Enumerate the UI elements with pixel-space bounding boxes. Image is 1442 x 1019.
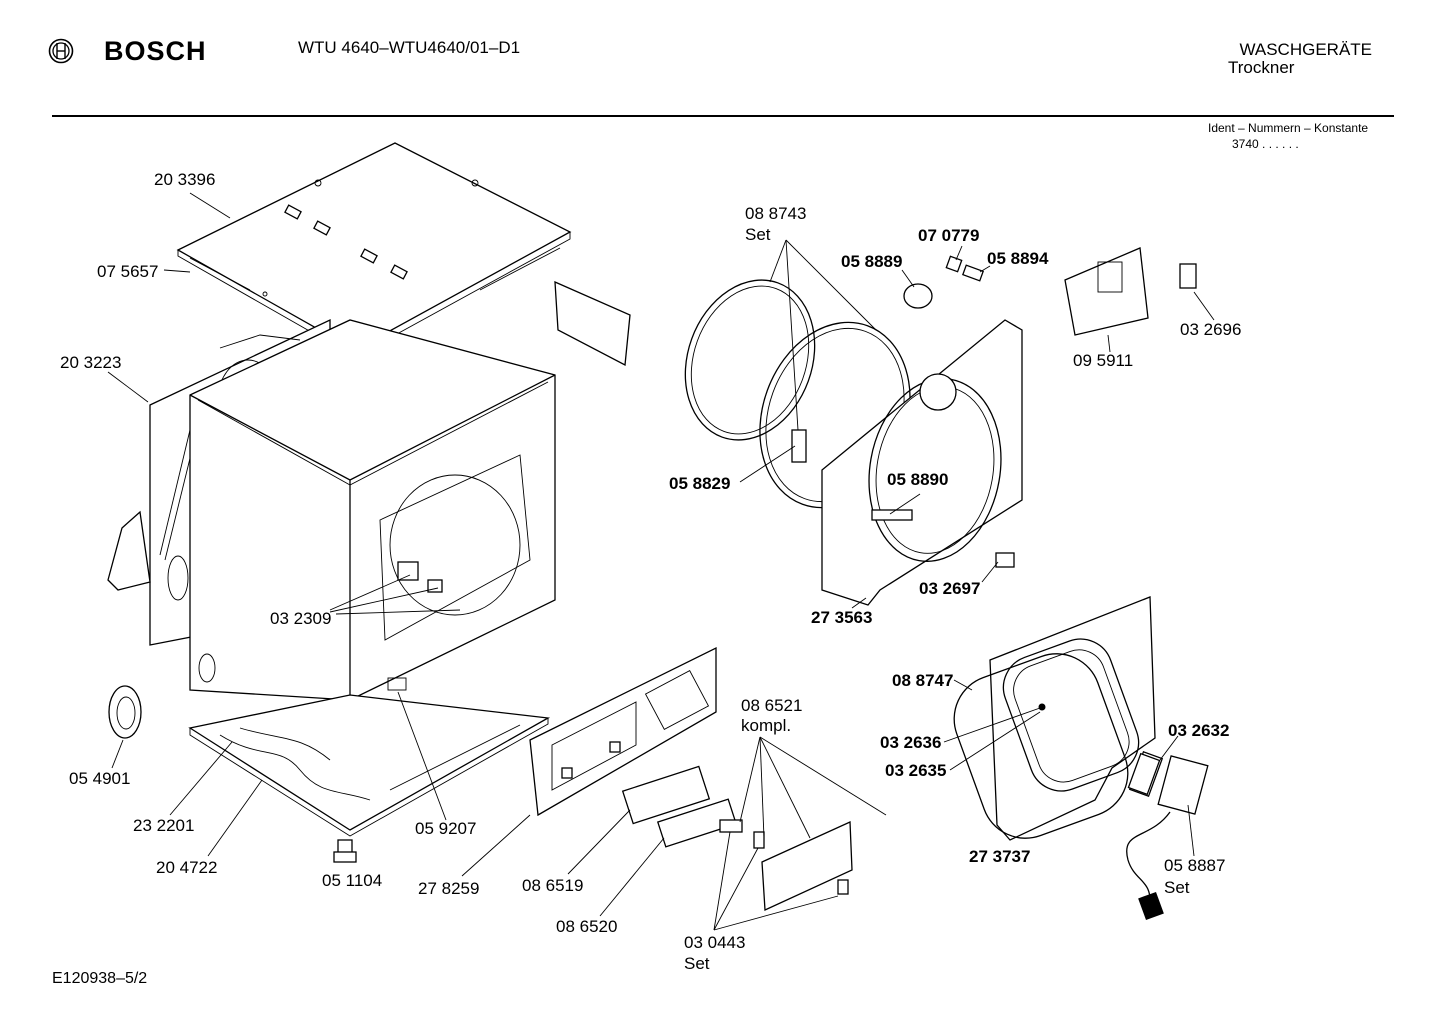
part-label-03-2309: 03 2309 bbox=[270, 609, 332, 628]
leader-lines bbox=[107, 192, 1215, 931]
small-clip bbox=[995, 552, 1015, 568]
part-label-08-6521-suffix: kompl. bbox=[741, 716, 792, 735]
mounting-bracket bbox=[554, 280, 631, 367]
door-seal-outer bbox=[684, 279, 816, 441]
handle-insert bbox=[656, 798, 738, 848]
part-label-08-8743: 08 8743 bbox=[745, 204, 807, 223]
ident-label: Ident – Nummern – Konstante bbox=[1208, 121, 1369, 135]
part-label-05-8887-suffix: Set bbox=[1164, 878, 1190, 897]
top-cover bbox=[176, 142, 572, 358]
hinge-spring bbox=[719, 819, 743, 833]
bearing-part bbox=[903, 283, 933, 309]
part-label-08-6519: 08 6519 bbox=[522, 876, 584, 895]
door-gasket bbox=[953, 653, 1129, 839]
part-label-27-3737: 27 3737 bbox=[969, 847, 1031, 866]
thermostat bbox=[1179, 263, 1197, 289]
filter-cover bbox=[1127, 752, 1161, 796]
part-label-05-8890: 05 8890 bbox=[887, 470, 949, 489]
drawing-code: E120938–5/2 bbox=[52, 970, 148, 987]
base-plate bbox=[188, 694, 551, 837]
bosch-logo-icon bbox=[48, 38, 74, 64]
part-label-05-4901: 05 4901 bbox=[69, 769, 131, 788]
part-label-27-3563: 27 3563 bbox=[811, 608, 873, 627]
part-label-27-8259: 27 8259 bbox=[418, 879, 480, 898]
foot-screw bbox=[333, 839, 357, 863]
part-label-20-3396: 20 3396 bbox=[154, 170, 216, 189]
model-title: WTU 4640–WTU4640/01–D1 bbox=[298, 38, 521, 57]
part-label-03-0443: 03 0443 bbox=[684, 933, 746, 952]
small-bushing bbox=[945, 255, 963, 273]
part-label-03-2636: 03 2636 bbox=[880, 733, 942, 752]
part-label-03-2697: 03 2697 bbox=[919, 579, 981, 598]
part-label-05-8889: 05 8889 bbox=[841, 252, 903, 271]
handle-frame bbox=[621, 765, 711, 825]
part-label-03-2696: 03 2696 bbox=[1180, 320, 1242, 339]
part-label-05-1104: 05 1104 bbox=[322, 871, 383, 890]
part-label-07-5657: 07 5657 bbox=[97, 262, 159, 281]
header-divider bbox=[52, 115, 1394, 117]
seal-clip bbox=[791, 429, 807, 463]
part-label-05-8829: 05 8829 bbox=[669, 474, 731, 493]
part-label-03-0443-suffix: Set bbox=[684, 954, 710, 973]
part-label-20-4722: 20 4722 bbox=[156, 858, 218, 877]
service-flap bbox=[761, 821, 853, 911]
part-label-05-8894: 05 8894 bbox=[987, 249, 1049, 268]
part-label-08-6520: 08 6520 bbox=[556, 917, 618, 936]
part-label-08-8747: 08 8747 bbox=[892, 671, 954, 690]
flap-catch bbox=[837, 879, 849, 895]
part-label-20-3223: 20 3223 bbox=[60, 353, 122, 372]
part-label-03-2635: 03 2635 bbox=[885, 761, 947, 780]
part-label-08-6521: 08 6521 bbox=[741, 696, 803, 715]
category-subtitle: Trockner bbox=[1228, 58, 1295, 77]
part-label-23-2201: 23 2201 bbox=[133, 816, 195, 835]
part-label-03-2632: 03 2632 bbox=[1168, 721, 1230, 740]
screw-pin bbox=[961, 264, 985, 282]
main-cabinet bbox=[189, 319, 556, 701]
ident-value: 3740 . . . . . . bbox=[1232, 137, 1299, 151]
control-panel bbox=[529, 646, 717, 817]
electrical-module bbox=[1064, 247, 1149, 336]
part-label-05-8887: 05 8887 bbox=[1164, 856, 1226, 875]
part-label-08-8743-suffix: Set bbox=[745, 225, 771, 244]
part-label-05-9207: 05 9207 bbox=[415, 819, 477, 838]
flap-hinge bbox=[753, 831, 765, 849]
part-label-07-0779: 07 0779 bbox=[918, 226, 980, 245]
front-frame bbox=[821, 319, 1023, 606]
brand-name: BOSCH bbox=[104, 36, 207, 66]
ring-seal bbox=[108, 685, 142, 739]
category-title: WASCHGERÄTE bbox=[1239, 40, 1372, 59]
door-frame bbox=[989, 596, 1156, 841]
part-label-09-5911: 09 5911 bbox=[1073, 351, 1134, 370]
